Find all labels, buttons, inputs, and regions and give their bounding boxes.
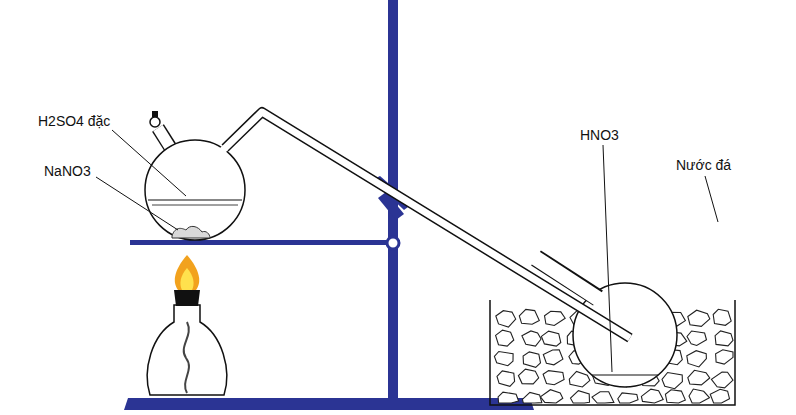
- ice-stone: [592, 392, 614, 403]
- support-bar: [130, 240, 400, 245]
- ice-stone: [662, 373, 682, 389]
- ice-stone: [543, 350, 563, 365]
- ice-stone: [519, 309, 539, 324]
- ice-stone: [687, 351, 707, 367]
- ice-stone: [497, 371, 515, 387]
- ice-stone: [665, 390, 685, 403]
- liquid-level: [152, 205, 238, 206]
- leader-line: [705, 176, 718, 222]
- ice-stone: [688, 370, 710, 385]
- stopper: [152, 111, 158, 117]
- part-label: Nước đá: [676, 158, 731, 173]
- ice-stone: [689, 389, 709, 403]
- ice-stone: [541, 331, 560, 346]
- ice-stone: [522, 331, 541, 346]
- part-label: H2SO4 đặc: [38, 114, 110, 129]
- ice-stone: [498, 392, 518, 403]
- flame: [175, 255, 199, 290]
- leader-line: [96, 177, 178, 230]
- ice-stone: [713, 309, 731, 325]
- alcohol-lamp: [147, 305, 226, 395]
- ice-stone: [716, 350, 733, 364]
- ice-stone: [688, 310, 710, 326]
- leader-line: [112, 130, 186, 196]
- reaction-flask: [145, 140, 245, 240]
- delivery-tube: [222, 112, 630, 338]
- ice-stone: [687, 331, 707, 346]
- ice-stone: [518, 369, 538, 384]
- ice-stone: [496, 311, 516, 327]
- liquid-level: [148, 199, 242, 200]
- ice-stone: [522, 392, 541, 403]
- ice-stone: [711, 372, 733, 388]
- support-clamp: [387, 237, 399, 249]
- part-label: NaNO3: [44, 164, 91, 179]
- ice-stone: [523, 352, 540, 367]
- stand-base: [124, 398, 534, 410]
- part-label: HNO3: [580, 128, 619, 143]
- ice-stone: [494, 352, 513, 366]
- liquid-level: [592, 374, 658, 375]
- ice-stone: [569, 371, 590, 387]
- ice-stone: [641, 389, 663, 403]
- stopper: [150, 117, 160, 127]
- ice-stone: [715, 331, 733, 346]
- crystals: [172, 226, 210, 238]
- ice-stone: [571, 391, 590, 403]
- leader-line: [603, 145, 612, 372]
- lamp-cap: [174, 290, 200, 306]
- ice-stone: [543, 371, 564, 385]
- ice-stone: [496, 330, 514, 346]
- ice-stone: [545, 311, 566, 325]
- lamp-wick: [184, 322, 189, 393]
- flame: [180, 268, 193, 290]
- ice-stone: [540, 390, 562, 403]
- ice-stone: [618, 393, 638, 403]
- ice-stone: [710, 389, 729, 403]
